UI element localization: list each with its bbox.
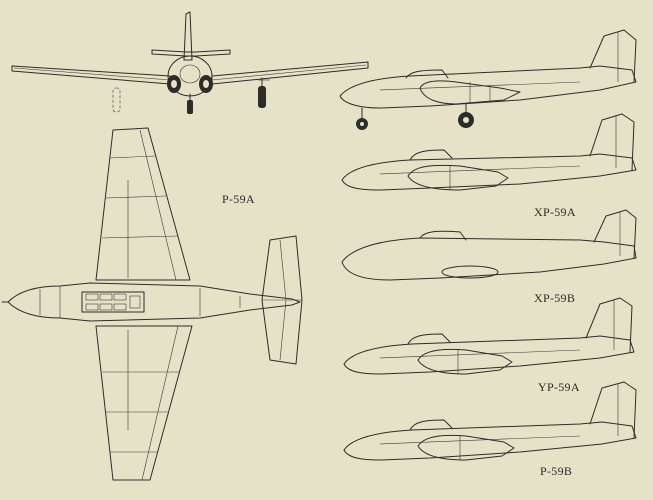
label-xp59b: XP-59B — [534, 291, 576, 305]
label-yp59a: YP-59A — [538, 380, 580, 394]
label-p59b: P-59B — [540, 464, 573, 478]
side-view-p59a — [339, 29, 637, 130]
side-view-xp59a — [341, 113, 637, 191]
label-xp59a: XP-59A — [534, 205, 576, 219]
label-p59a: P-59A — [222, 192, 255, 206]
side-view-xp59b — [341, 209, 637, 281]
side-view-yp59a — [343, 297, 635, 375]
front-view-drawing — [11, 11, 369, 114]
plan-view-drawing — [1, 127, 303, 481]
side-view-p59b — [343, 381, 637, 461]
